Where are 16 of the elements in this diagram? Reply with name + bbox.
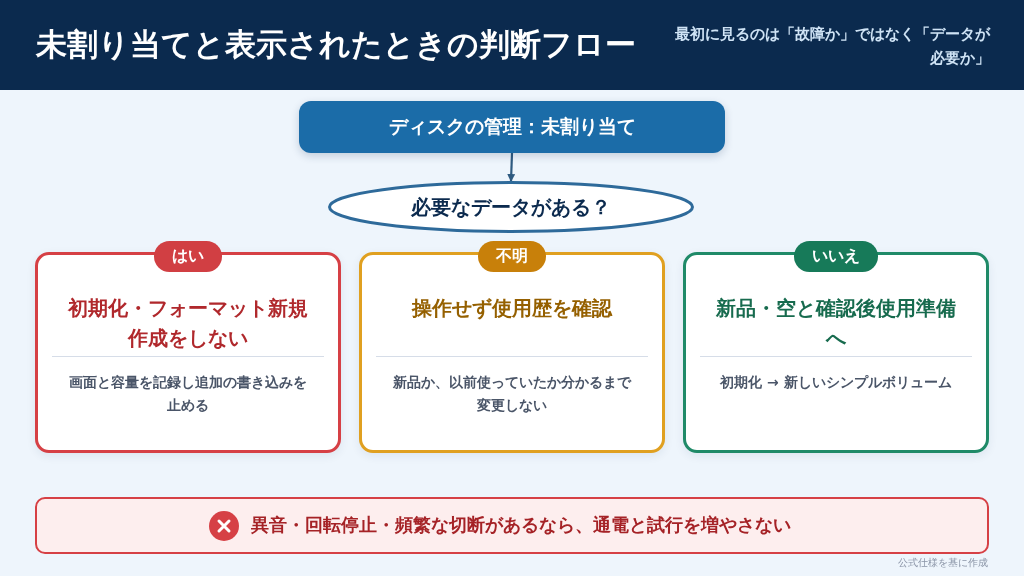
title: 未割り当てと表示されたときの判断フロー: [36, 25, 636, 64]
subtitle: 最初に見るのは「故障か」ではなく「データが必要か」: [674, 24, 990, 69]
card-body: 画面と容量を記録し追加の書き込みを止める: [68, 373, 308, 415]
card-body: 新品か、以前使っていたか分かるまで変更しない: [392, 373, 632, 415]
answer-badge: 不明: [478, 241, 546, 272]
process-box: ディスクの管理：未割り当て: [299, 101, 725, 153]
card-heading: 初期化・フォーマット新規作成をしない: [68, 295, 308, 352]
card-heading: 新品・空と確認後使用準備へ: [716, 295, 956, 352]
arrow: [507, 152, 516, 182]
answer-badge: はい: [154, 241, 222, 272]
card-body: 初期化 → 新しいシンプルボリューム: [719, 373, 953, 392]
answer-badge: いいえ: [794, 241, 878, 272]
decision-ellipse: 必要なデータがある？: [328, 181, 694, 233]
warning-bar: [35, 497, 989, 554]
warning-text: 異音・回転停止・頻繁な切断があるなら、通電と試行を増やさない: [251, 513, 791, 537]
card-heading: 操作せず使用歴を確認: [410, 295, 614, 322]
